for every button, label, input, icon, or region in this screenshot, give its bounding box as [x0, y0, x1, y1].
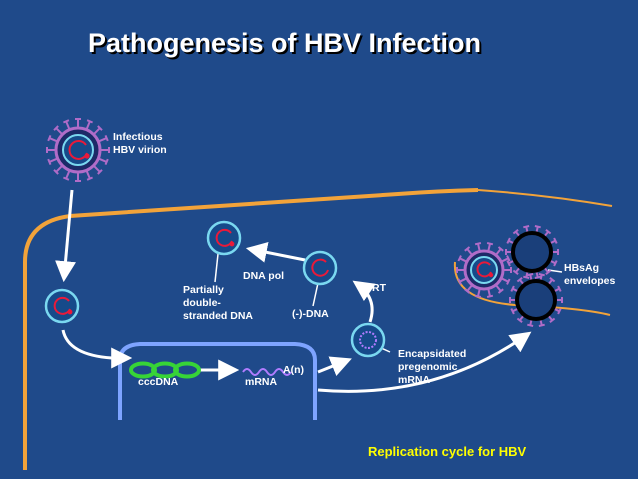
arrow-capsid-to-minus	[352, 280, 376, 323]
label-rt: RT	[372, 282, 386, 294]
label-polya: A(n)	[283, 364, 304, 376]
leader-partial	[214, 253, 219, 283]
entering-core	[44, 288, 80, 324]
leader-minus	[312, 282, 319, 307]
minus-dna-capsid	[302, 250, 338, 286]
caption: Replication cycle for HBV	[368, 444, 527, 459]
label-dna-pol: DNA pol	[243, 270, 285, 282]
label-minus-dna: (-)-DNA	[292, 308, 329, 320]
partial-dsdna-capsid	[206, 220, 242, 256]
mature-virion	[456, 242, 512, 298]
encapsidated-capsid	[350, 322, 386, 358]
arrow-virion-entry	[55, 189, 76, 283]
cccdna-ring	[129, 361, 201, 379]
label-encapsidated: Encapsidated pregenomic mRNA	[398, 348, 467, 386]
slide-title: Pathogenesis of HBV Infection	[88, 28, 482, 58]
hbsag-envelope-bottom	[509, 273, 563, 327]
mrna-squiggle	[242, 368, 292, 376]
vesicle-membrane	[477, 189, 613, 207]
label-mrna: mRNA	[245, 376, 278, 388]
arrow-mrna-to-capsid	[317, 356, 352, 376]
arrow-minus-to-partial	[245, 241, 306, 263]
cell-membrane	[23, 188, 479, 470]
arrow-to-envelopes	[317, 331, 532, 393]
arrow-to-nucleus	[61, 329, 133, 369]
label-cccdna: cccDNA	[138, 376, 179, 388]
infectious-virion	[46, 118, 110, 182]
hbsag-envelope-top	[505, 225, 559, 279]
label-infectious-virion: Infectious HBV virion	[113, 131, 167, 156]
label-partial-dsdna: Partially double- stranded DNA	[183, 284, 254, 322]
label-hbsag: HBsAg envelopes	[564, 262, 616, 287]
